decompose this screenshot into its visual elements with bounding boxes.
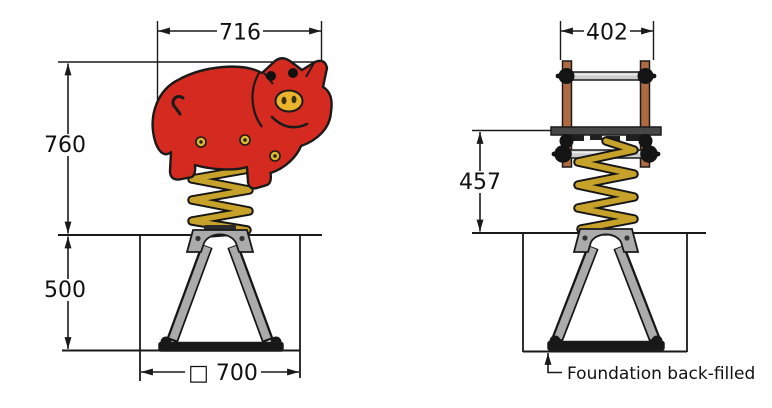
foundation-note: Foundation back-filled <box>544 353 755 384</box>
footrest-knob <box>554 145 572 163</box>
handlebar-knob <box>558 68 575 84</box>
pig-nostril <box>291 95 297 104</box>
pig-eye <box>266 71 276 81</box>
dim-label-457: 457 <box>459 170 501 195</box>
dim-label-760: 760 <box>44 133 86 158</box>
dim-700: □ 700 <box>141 361 299 386</box>
seat-bolt-knob <box>559 134 574 148</box>
pig-smile <box>270 115 309 129</box>
spring-base-cap-right <box>572 228 640 253</box>
dim-500: 500 <box>42 236 88 349</box>
spring-left <box>187 156 254 238</box>
dim-716: 716 <box>156 20 323 112</box>
pig-cheek-line <box>251 72 263 128</box>
dim-402: 402 <box>559 20 655 60</box>
base-plate-right <box>547 340 665 351</box>
dim-label-402: 402 <box>586 21 628 46</box>
pig-figure <box>151 57 333 190</box>
base-plate-left <box>158 341 284 352</box>
anchor-frame-right <box>547 244 665 351</box>
handlebar <box>555 68 657 84</box>
handlebar-knob <box>637 68 654 84</box>
pig-tail <box>171 95 185 116</box>
seat-bolt-knob <box>638 134 653 148</box>
spring-base-cap-left <box>185 225 255 253</box>
dim-label-500: 500 <box>44 278 86 303</box>
handle-posts <box>561 60 651 168</box>
post-right <box>639 60 651 168</box>
dim-label-716: 716 <box>219 21 261 46</box>
dim-label-700: □ 700 <box>188 361 258 386</box>
foundation-note-label: Foundation back-filled <box>567 364 755 384</box>
pig-snout <box>274 89 304 113</box>
spring-right <box>573 136 639 236</box>
pig-ear-fold <box>305 62 315 78</box>
pig-eye <box>288 68 298 78</box>
footrest-knob <box>640 145 658 163</box>
front-view: 402 457 <box>457 20 755 384</box>
pig-bolts <box>195 134 281 162</box>
anchor-frame-left <box>158 243 284 352</box>
pig-nostril <box>281 96 287 105</box>
dim-457: 457 <box>457 129 552 232</box>
pig-body-outline <box>151 57 333 190</box>
side-view: 716 760 500 □ 700 <box>42 20 333 386</box>
post-left <box>561 60 573 168</box>
